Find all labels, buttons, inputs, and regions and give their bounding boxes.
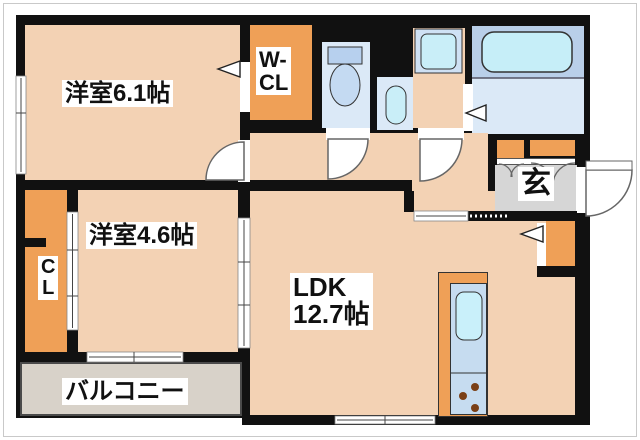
wall-cl-stub [16,238,46,247]
room-ldk-label: LDK 12.7帖 [290,273,373,330]
walk-in-closet-label: W- CL [256,47,292,96]
wall-ldk-bottom [242,415,590,425]
balcony-label: バルコニー [62,378,188,406]
wall-under-entrance [468,211,577,221]
wall-hall-step [404,191,414,212]
closet-label-line1: C [41,256,56,278]
kitchen-unit [450,283,487,415]
entry-door-gap [576,167,590,213]
walk-in-closet-opening [240,62,250,112]
room-bedroom1-label: 洋室6.1帖 [62,80,174,108]
washbasin-floor [377,77,413,130]
entry-door-arc [585,169,633,217]
ldk-closet-floor [546,221,575,266]
toilet-room-floor [322,42,370,128]
entry-door-leaf [585,160,633,171]
room-bedroom2-label: 洋室4.6帖 [86,222,198,250]
shoe-cabinet-icon [530,140,575,156]
closet-label-line2: L [42,277,55,299]
entrance-label: 玄 [518,167,554,201]
walk-in-closet-label-line2: CL [259,70,289,96]
ldk-closet-opening [537,223,546,266]
bathroom-floor [472,26,584,134]
washroom-floor [413,28,465,128]
ldk-label-name: LDK [293,272,347,302]
ldk-label-size: 12.7帖 [293,299,370,330]
walk-in-closet-label-line1: W- [259,47,287,72]
wall-closet-bottom [537,266,578,277]
room-bedroom2-floor [78,190,238,352]
shoe-cabinet-icon [497,140,524,158]
shoe-cabinet-track [497,158,575,165]
closet-label: C L [38,256,59,300]
hallway-floor [250,133,488,180]
